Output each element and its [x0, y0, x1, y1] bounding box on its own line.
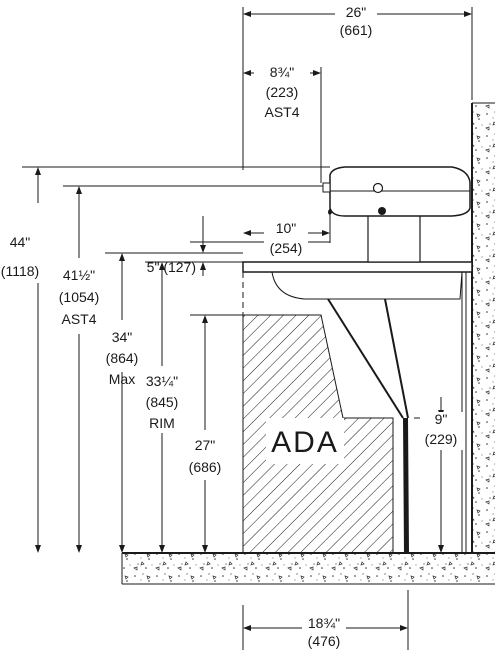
- spout-height-label: 5" (127): [147, 259, 196, 275]
- support-bracket: [327, 298, 462, 554]
- ada-zone-label: ADA: [271, 426, 339, 459]
- ada-depth-mm: (476): [308, 633, 341, 649]
- max-height-mm: (864): [106, 350, 139, 366]
- wall: [471, 102, 495, 553]
- sensor-offset-mm: (223): [266, 84, 299, 100]
- rim-height-note: RIM: [149, 415, 175, 431]
- total-height-in: 44": [10, 234, 31, 250]
- overall-width-in: 26": [346, 4, 367, 20]
- floor-slab: [121, 552, 495, 585]
- sensor-offset-in: 8¾": [270, 64, 294, 80]
- max-height-in: 34": [112, 329, 133, 345]
- knee-clearance-in: 27": [195, 437, 216, 453]
- sensor-height-note: AST4: [61, 311, 96, 327]
- sensor-height-mm: (1054): [59, 289, 99, 305]
- knee-clearance-mm: (686): [189, 459, 222, 475]
- dimension-lines: [35, 11, 472, 631]
- sensor-height-in: 41½": [63, 267, 95, 283]
- spout-reach-in: 10": [276, 220, 297, 236]
- rim-height-in: 33¼": [146, 373, 178, 389]
- ada-clearance-zone: ADA: [242, 314, 394, 554]
- toe-clearance-mm: (229): [425, 431, 458, 447]
- max-height-note: Max: [109, 371, 135, 387]
- overall-width-mm: (661): [340, 22, 373, 38]
- total-height-mm: (1118): [1, 263, 39, 279]
- dimension-labels: 26" (661) 8¾" (223) AST4 10" (254) 5" (1…: [1, 2, 464, 650]
- ada-depth-in: 18¾": [308, 615, 340, 631]
- sensor-offset-note: AST4: [264, 104, 299, 120]
- toe-clearance-in: 9": [435, 411, 448, 427]
- rim-height-mm: (845): [146, 394, 179, 410]
- faucet-sensor-head: [322, 166, 471, 263]
- spout-reach-mm: (254): [270, 240, 303, 256]
